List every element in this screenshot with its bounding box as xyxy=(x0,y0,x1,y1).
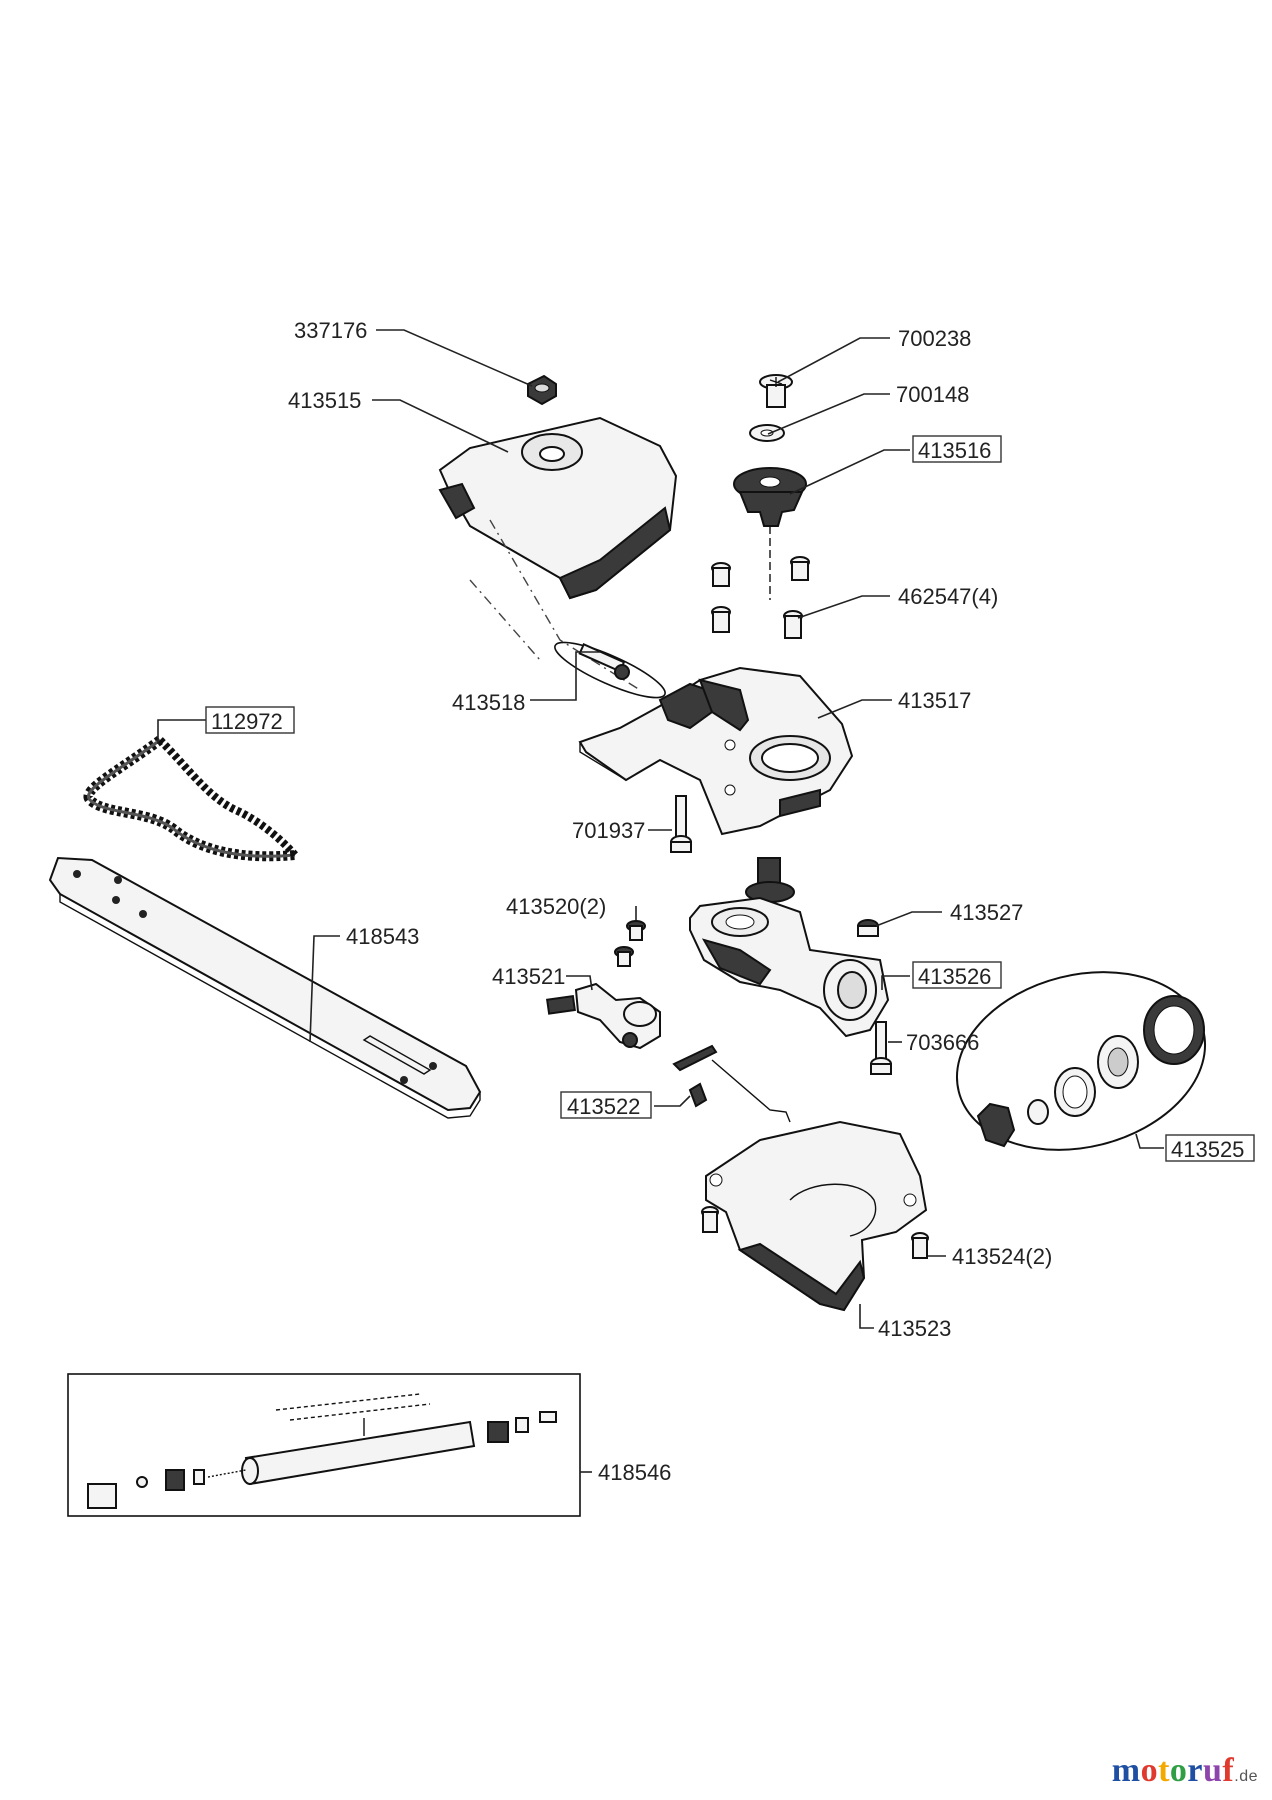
logo-letter: o xyxy=(1140,1752,1159,1789)
logo-domain-suffix: .de xyxy=(1234,1768,1258,1785)
part-label-413523: 413523 xyxy=(878,1316,951,1341)
logo-letter: m xyxy=(1111,1752,1141,1789)
chain-tensioner-drawing xyxy=(546,982,661,1050)
saw-chain-drawing xyxy=(83,735,298,862)
washer-drawing xyxy=(749,424,785,442)
screws-drawing xyxy=(614,920,646,967)
bolt-drawing xyxy=(670,795,692,853)
part-label-413524: 413524(2) xyxy=(952,1244,1052,1269)
screws-413524-drawing xyxy=(701,1206,929,1259)
motoruf-logo: motoruf.de xyxy=(1112,1752,1258,1790)
part-label-700238: 700238 xyxy=(898,326,971,351)
bolts-drawing xyxy=(711,556,810,639)
part-label-112972: 112972 xyxy=(211,709,283,734)
part-label-413517: 413517 xyxy=(898,688,971,713)
nut-drawing xyxy=(527,374,557,406)
part-label-413527: 413527 xyxy=(950,900,1023,925)
part-label-703666: 703666 xyxy=(906,1030,979,1055)
part-label-413518: 413518 xyxy=(452,690,525,715)
part-label-413521: 413521 xyxy=(492,964,565,989)
bolt-703666-drawing xyxy=(870,1021,892,1075)
part-label-413526: 413526 xyxy=(918,964,991,989)
part-label-413516: 413516 xyxy=(918,438,991,463)
leader-lines xyxy=(157,329,1164,1473)
part-box-112972 xyxy=(205,706,295,734)
part-box-413525 xyxy=(1165,1134,1255,1162)
part-label-418546: 418546 xyxy=(598,1460,671,1485)
plug-drawing xyxy=(857,919,879,937)
oil-pump-parts-drawing xyxy=(672,1044,791,1123)
drive-shaft-kit-drawing xyxy=(67,1373,581,1517)
part-box-413522 xyxy=(560,1091,652,1119)
part-label-701937: 701937 xyxy=(572,818,645,843)
gearbox-drawing xyxy=(689,857,890,1038)
logo-letter: u xyxy=(1203,1752,1223,1789)
part-label-462547: 462547(4) xyxy=(898,584,998,609)
screw-drawing xyxy=(759,374,793,408)
part-label-700148: 700148 xyxy=(896,382,969,407)
part-label-413520: 413520(2) xyxy=(506,894,606,919)
part-box-413526 xyxy=(912,961,1002,989)
tensioner-pin-drawing xyxy=(554,641,666,699)
part-label-413515: 413515 xyxy=(288,388,361,413)
guide-bar-drawing xyxy=(48,856,482,1119)
part-label-413522: 413522 xyxy=(567,1094,640,1119)
part-box-413516 xyxy=(912,435,1002,463)
sprocket-cover-drawing xyxy=(438,416,678,600)
seal-kit-drawing xyxy=(955,971,1207,1151)
gear-housing-plate-drawing xyxy=(578,666,854,836)
logo-letter: f xyxy=(1222,1752,1235,1789)
sprocket-drawing xyxy=(733,467,807,600)
part-label-418543: 418543 xyxy=(346,924,419,949)
logo-letter: t xyxy=(1158,1752,1170,1789)
assembly-line xyxy=(469,519,641,691)
logo-letter: o xyxy=(1169,1752,1188,1789)
lower-housing-drawing xyxy=(705,1120,928,1312)
logo-letter: r xyxy=(1187,1752,1203,1789)
part-labels: 337176 413515 700238 700148 413516 46254… xyxy=(205,318,1255,1485)
part-label-413525: 413525 xyxy=(1171,1137,1244,1162)
part-label-337176: 337176 xyxy=(294,318,367,343)
